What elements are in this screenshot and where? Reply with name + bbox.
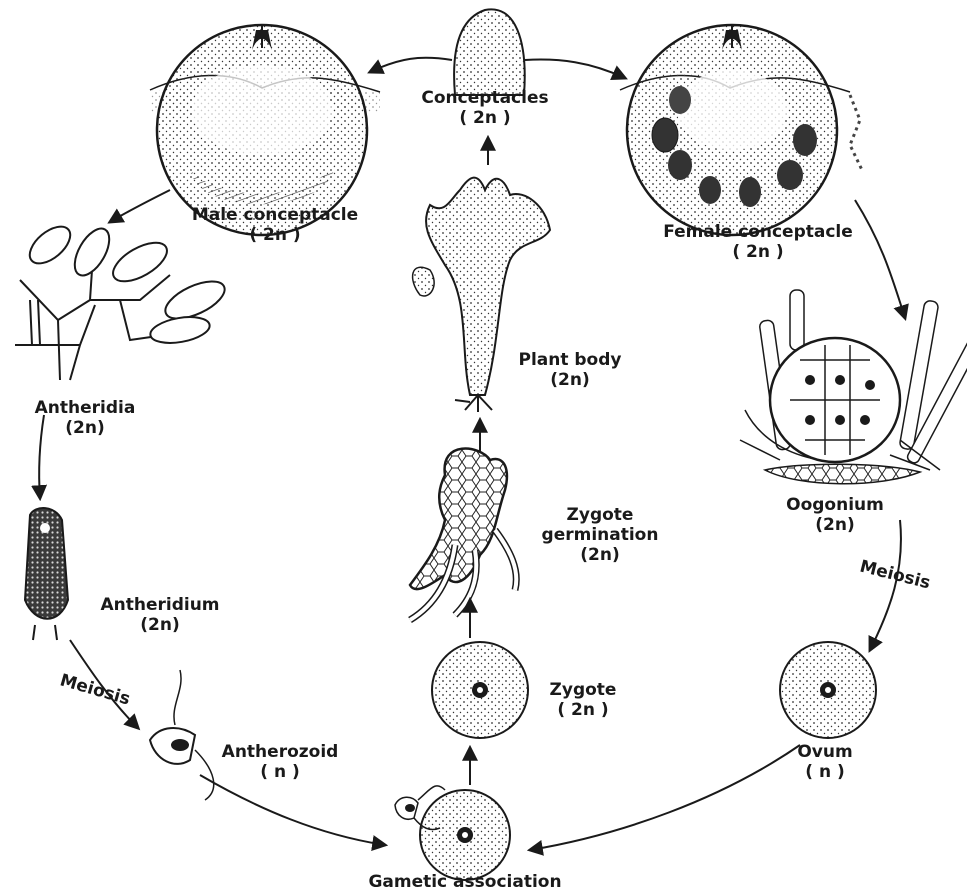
female-conceptacle-ploidy: ( 2n )	[618, 242, 898, 262]
ovum-illustration	[780, 642, 876, 738]
label-zygote-germination: Zygote germination (2n)	[525, 505, 675, 565]
gametic-association-illustration	[395, 786, 510, 880]
arrow-ovum-to-association	[530, 745, 800, 850]
oogonium-ploidy: (2n)	[770, 515, 900, 535]
male-conceptacle-name: Male conceptacle	[165, 205, 385, 225]
antheridium-name: Antheridium	[85, 595, 235, 615]
female-conceptacle-name: Female conceptacle	[618, 222, 898, 242]
ovum-name: Ovum	[775, 742, 875, 762]
label-conceptacles: Conceptacles ( 2n )	[405, 88, 565, 128]
label-male-conceptacle: Male conceptacle ( 2n )	[165, 205, 385, 245]
zygote-ploidy: ( 2n )	[528, 700, 638, 720]
label-zygote: Zygote ( 2n )	[528, 680, 638, 720]
label-oogonium: Oogonium (2n)	[770, 495, 900, 535]
zygote-name: Zygote	[528, 680, 638, 700]
antheridia-name: Antheridia	[5, 398, 165, 418]
gametic-association-text: Gametic association	[330, 872, 600, 892]
arrow-to-antheridia	[110, 190, 170, 222]
arrow-to-male-conceptacle	[370, 58, 452, 72]
label-female-conceptacle: Female conceptacle ( 2n )	[618, 222, 898, 262]
conceptacle-illustration	[454, 9, 525, 95]
zygote-germination-line2: germination	[525, 525, 675, 545]
zygote-germination-ploidy: (2n)	[525, 545, 675, 565]
antherozoid-name: Antherozoid	[205, 742, 355, 762]
zygote-illustration	[432, 642, 528, 738]
oogonium-illustration	[740, 290, 967, 484]
antheridium-ploidy: (2n)	[85, 615, 235, 635]
label-antherozoid: Antherozoid ( n )	[205, 742, 355, 782]
plant-body-ploidy: (2n)	[495, 370, 645, 390]
arrow-to-female-conceptacle	[525, 60, 625, 78]
antheridia-ploidy: (2n)	[5, 418, 165, 438]
label-gametic-association: Gametic association	[330, 872, 600, 892]
conceptacles-name: Conceptacles	[405, 88, 565, 108]
antherozoid-ploidy: ( n )	[205, 762, 355, 782]
antheridium-illustration	[25, 508, 68, 640]
arrow-antherozoid-to-association	[200, 775, 385, 845]
male-conceptacle-ploidy: ( 2n )	[165, 225, 385, 245]
label-ovum: Ovum ( n )	[775, 742, 875, 782]
label-antheridia: Antheridia (2n)	[5, 398, 165, 438]
oogonium-name: Oogonium	[770, 495, 900, 515]
zygote-germination-illustration	[410, 449, 516, 620]
plant-body-name: Plant body	[495, 350, 645, 370]
male-conceptacle-illustration	[150, 25, 380, 235]
female-conceptacle-illustration	[620, 25, 862, 235]
conceptacles-ploidy: ( 2n )	[405, 108, 565, 128]
label-plant-body: Plant body (2n)	[495, 350, 645, 390]
ovum-ploidy: ( n )	[775, 762, 875, 782]
label-antheridium: Antheridium (2n)	[85, 595, 235, 635]
zygote-germination-line1: Zygote	[525, 505, 675, 525]
